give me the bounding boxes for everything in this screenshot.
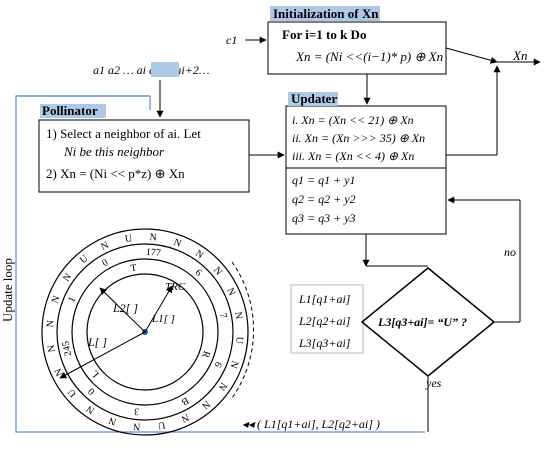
- inner-ring-letter-1: R: [199, 349, 212, 359]
- updater-title-bg: [288, 92, 338, 106]
- outer-ring-letter-17: N: [53, 366, 66, 377]
- mid-ring-letter-7: 0: [86, 385, 97, 397]
- pollinator-title-bg: [40, 104, 106, 118]
- pollinator-step1b: Ni be this neighbor: [63, 144, 165, 159]
- feedback-label: ◂◂ ( L1[q1+ai], L2[q2+ai] ): [242, 417, 380, 431]
- outer-ring-inner-edge: [56, 243, 234, 421]
- outer-ring-letter-23: N: [99, 240, 110, 253]
- updater-step-1: i. Xn = (Xn << 21) ⊕ Xn: [292, 113, 414, 127]
- lookup-l1: L1[q1+ai]: [298, 292, 351, 306]
- lookup-box: [290, 284, 364, 354]
- outer-ring-letter-19: N: [45, 320, 57, 328]
- no-label: no: [504, 245, 516, 259]
- outer-ring-letter-1: N: [149, 232, 157, 244]
- init-box: [267, 21, 447, 75]
- output-label: Xn: [512, 48, 527, 63]
- outer-ring-letter-11: N: [179, 411, 190, 424]
- ring-label-trc: TRC: [165, 281, 186, 293]
- pollinator-step1a: 1) Select a neighbor of ai. Let: [46, 126, 201, 141]
- outer-ring-letter-12: U: [156, 419, 166, 431]
- decision-label: L3[q3+ai]= “U” ?: [377, 315, 467, 329]
- outer-ring-letter-13: N: [133, 420, 141, 432]
- middle-ring: [71, 258, 219, 406]
- ring-label-l2: L2[ ]: [112, 301, 138, 315]
- lookup-l3: L3[q3+ai]: [298, 336, 351, 350]
- updater-title: Updater: [291, 91, 337, 106]
- q-update-2: q2 = q2 + y2: [292, 192, 356, 206]
- inner-ring: [86, 273, 204, 391]
- pollinator-title: Pollinator: [42, 103, 98, 118]
- outer-ring-letter-5: N: [224, 286, 237, 297]
- pollinator-step2: 2) Xn = (Ni << p*z) ⊕ Xn: [46, 166, 185, 181]
- init-to-output-line: [445, 47, 498, 64]
- outer-ring-letter-2: N: [172, 237, 183, 250]
- outer-ring-letter-14: N: [107, 414, 118, 427]
- mid-ring-letter-6: 3: [134, 405, 140, 416]
- pollinator-box: [38, 119, 250, 193]
- pointer-l1: [144, 285, 173, 333]
- mid-ring-letter-1: 177: [145, 247, 161, 260]
- init-formula: Xn = (Ni <<(i−1)* p) ⊕ Xn: [295, 49, 443, 64]
- updater-box: [285, 105, 447, 235]
- outer-ring-letter-7: U: [233, 336, 245, 345]
- c1-label: c1: [226, 33, 237, 47]
- outer-ring: [41, 228, 249, 436]
- q-update-1: q1 = q1 + y1: [292, 173, 356, 187]
- ring-label-l1: L1[ ]: [151, 313, 175, 325]
- updater-step-3: iii. Xn = (Xn << 4) ⊕ Xn: [292, 149, 414, 163]
- update-loop-label: Update loop: [0, 258, 15, 322]
- current-item-highlight: [151, 62, 179, 77]
- mid-ring-letter-4: 6: [212, 360, 224, 369]
- outer-ring-letter-8: N: [227, 359, 240, 370]
- pointer-l: [59, 331, 146, 379]
- outer-ring-letter-6: N: [232, 311, 244, 320]
- lookup-l2: L2[q2+ai]: [298, 314, 351, 328]
- inner-ring-letter-0: T: [130, 263, 138, 275]
- init-loop: For i=1 to k Do: [282, 27, 366, 42]
- outer-ring-letter-20: N: [50, 294, 63, 305]
- mid-ring-letter-8: 245: [60, 340, 74, 357]
- outer-ring-letter-0: U: [124, 233, 134, 245]
- updater-step-2: ii. Xn = (Xn >>> 35) ⊕ Xn: [292, 131, 425, 145]
- init-title-bg: [270, 6, 380, 21]
- inner-ring-letter-2: L: [89, 368, 101, 380]
- mid-ring-letter-0: 0: [100, 257, 110, 269]
- mid-ring-letter-5: B: [179, 394, 191, 407]
- pointer-l2: [99, 287, 146, 333]
- mid-ring-letter-2: 6: [193, 267, 204, 279]
- ring-continuation-arc: [231, 261, 254, 399]
- outer-ring-letter-18: N: [46, 344, 58, 353]
- yes-label: yes: [425, 376, 442, 390]
- mid-ring-letter-3: 7: [217, 312, 229, 319]
- q-update-3: q3 = q3 + y3: [292, 211, 356, 225]
- mid-ring-letter-9: 1: [66, 295, 78, 304]
- ring-label-l: L[ ]: [87, 335, 107, 349]
- init-title: Initialization of Xn: [273, 6, 379, 21]
